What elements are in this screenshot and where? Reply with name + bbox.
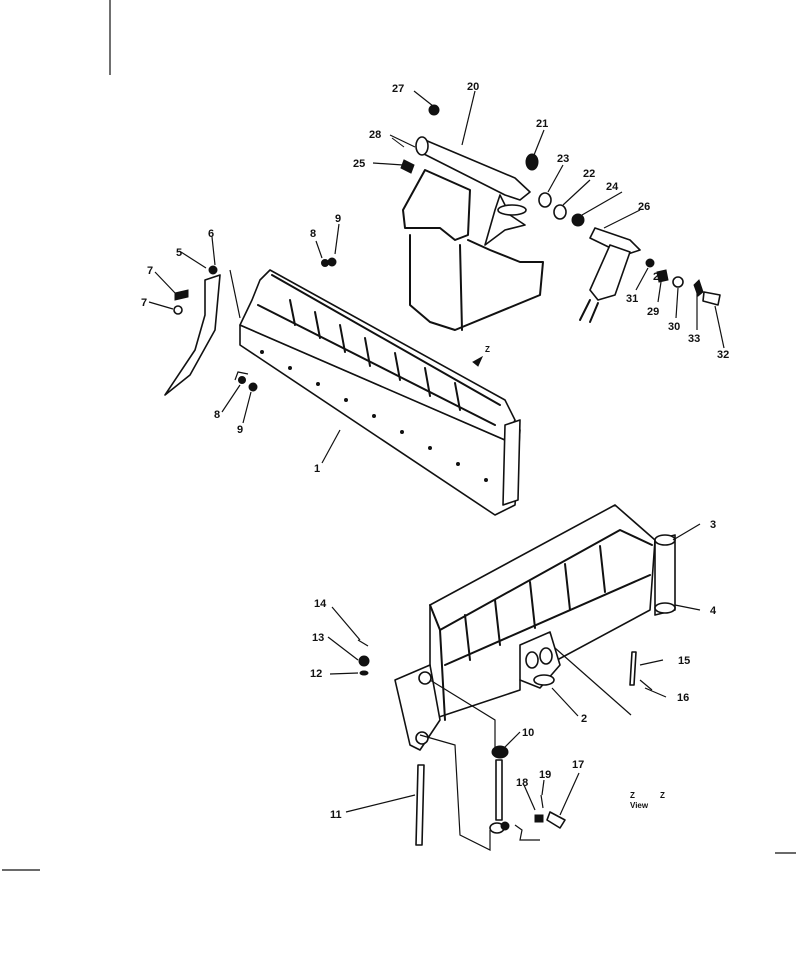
part-10-rod (495, 759, 503, 821)
part-17 (546, 811, 566, 829)
callout-33: 33 (688, 333, 700, 345)
blade-assembly (164, 257, 521, 516)
callout-23: 23 (557, 153, 569, 165)
cylinder-rod-28 (589, 227, 641, 256)
part-19 (540, 794, 544, 809)
lower-hardware (357, 639, 653, 851)
callout-17: 17 (572, 759, 584, 771)
part-18 (534, 814, 544, 823)
callout-9-top: 9 (335, 213, 341, 225)
callout-12: 12 (310, 668, 322, 680)
callout-28: 28 (369, 129, 381, 141)
callout-7a: 7 (147, 265, 153, 277)
end-bit-5 (164, 274, 221, 396)
callout-11: 11 (330, 809, 342, 821)
callout-26: 26 (638, 201, 650, 213)
callout-20: 20 (467, 81, 479, 93)
view-direction-arrow (472, 355, 484, 367)
callout-13: 13 (312, 632, 324, 644)
part-10 (491, 745, 509, 759)
part-6 (208, 265, 218, 275)
part-12 (359, 670, 369, 676)
callout-29a: 29 (653, 271, 665, 283)
callout-30: 30 (668, 321, 680, 333)
part-24 (571, 213, 585, 227)
callout-2: 2 (581, 713, 587, 725)
callout-27: 27 (392, 83, 404, 95)
callout-4: 4 (710, 605, 717, 617)
push-frame (394, 504, 676, 751)
cylinder-end (415, 136, 429, 156)
part-7-nut (173, 305, 183, 315)
frame-back-box (429, 504, 656, 721)
part-25 (400, 159, 415, 174)
part-29 (656, 269, 669, 283)
view-z-letter: Z (630, 791, 635, 800)
view-z-mark: Z Z View Z (472, 345, 665, 810)
leader-lines (148, 90, 725, 816)
callout-1: 1 (314, 463, 320, 475)
frame-left-bracket (394, 664, 441, 751)
callout-7b: 7 (141, 297, 147, 309)
blade-ribs (289, 299, 461, 411)
callout-25: 25 (353, 158, 365, 170)
part-31 (645, 258, 655, 268)
part-9-top (327, 257, 337, 267)
view-label: View (630, 801, 649, 810)
callout-6: 6 (208, 228, 214, 240)
rod-link (589, 244, 631, 301)
part-22 (553, 204, 567, 220)
callout-22: 22 (583, 168, 595, 180)
callout-9-bottom: 9 (237, 424, 243, 436)
bracket-eye (497, 204, 527, 216)
callout-labels: 27 20 21 28 25 23 22 24 26 31 29 29 30 3… (141, 81, 729, 821)
part-26 (391, 137, 405, 148)
part-33 (693, 279, 704, 297)
part-13 (358, 655, 370, 667)
callout-31: 31 (626, 293, 638, 305)
part-16 (639, 679, 653, 691)
view-z-letter-right: Z (660, 791, 665, 800)
part-8-top (321, 259, 329, 267)
tractor-frame-outline (402, 169, 544, 331)
callout-29b: 29 (647, 306, 659, 318)
part-23 (538, 192, 552, 208)
callout-19: 19 (539, 769, 551, 781)
part-7-bolt (174, 289, 189, 301)
view-z-arrow-letter: Z (485, 345, 490, 354)
callout-10: 10 (522, 727, 534, 739)
cylinder-tube-20 (419, 139, 531, 201)
part-9-bottom (248, 382, 258, 392)
part-8-bottom (238, 376, 246, 384)
callout-14: 14 (314, 598, 327, 610)
callout-16: 16 (677, 692, 689, 704)
lift-cylinder-assembly (391, 104, 721, 323)
part-11-pin (415, 764, 425, 846)
callout-32: 32 (717, 349, 729, 361)
part-30 (672, 276, 684, 288)
part-21 (525, 153, 539, 171)
callout-15: 15 (678, 655, 690, 667)
callout-8-top: 8 (310, 228, 316, 240)
callout-5: 5 (176, 247, 182, 259)
part-15-pin (629, 651, 637, 686)
frame-compartments (464, 545, 606, 661)
blade-end-plate (502, 419, 521, 506)
part-27 (428, 104, 440, 116)
callout-24: 24 (606, 181, 619, 193)
callout-18: 18 (516, 777, 528, 789)
part-14 (357, 639, 369, 647)
callout-21: 21 (536, 118, 548, 130)
part-32 (702, 291, 721, 306)
cylinder-bracket (484, 194, 526, 246)
blade-bolt-holes (260, 350, 488, 482)
callout-3: 3 (710, 519, 716, 531)
callout-8-bottom: 8 (214, 409, 220, 421)
